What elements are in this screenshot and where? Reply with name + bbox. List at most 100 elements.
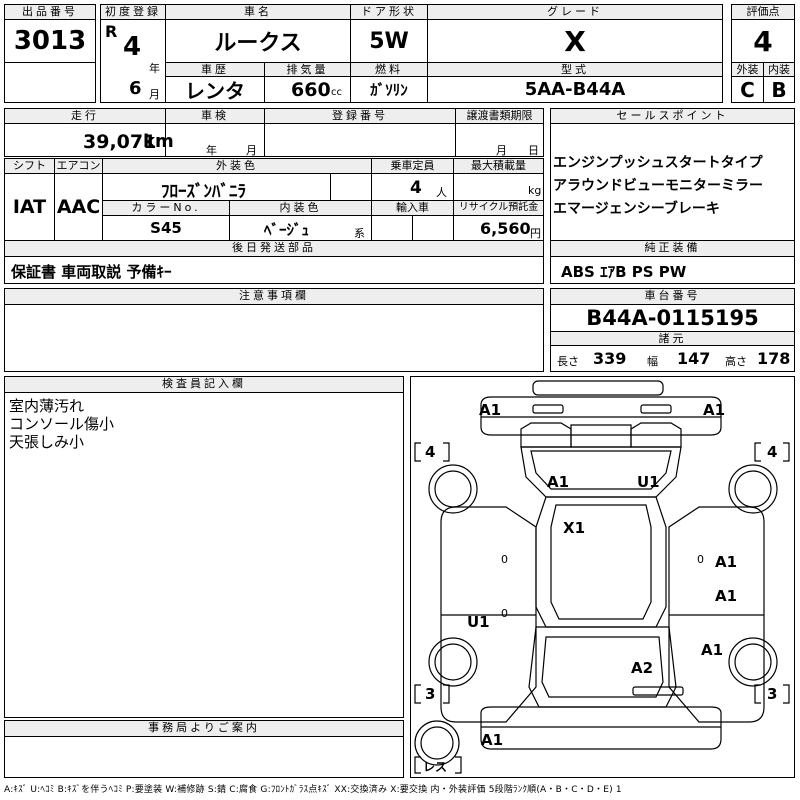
inspector-label: 検査員記入欄 <box>4 376 404 393</box>
mark-right-pillar: 0 <box>697 553 704 566</box>
mark-right-rear-door: A1 <box>715 587 737 605</box>
equipment: ABS ｴｱB PS PW <box>561 263 687 281</box>
capacity-unit: 人 <box>436 186 447 199</box>
int-color-unit: 系 <box>354 227 365 240</box>
capacity-label: 乗車定員 <box>371 158 454 174</box>
spec-box: 長さ 339 幅 147 高さ 178 <box>550 345 795 372</box>
mark-front-bumper-right: A1 <box>703 401 725 419</box>
car-name-label: 車名 <box>165 4 351 20</box>
shift: IAT <box>4 173 55 241</box>
sales-point-2: アラウンドビューモニターミラー <box>553 178 763 194</box>
car-name: ルークス <box>165 19 351 63</box>
mileage-label: 走行 <box>4 108 166 124</box>
sales-point-3: エマージェンシーブレーキ <box>553 201 720 217</box>
int-color: ﾍﾞｰｼﾞｭ <box>264 221 310 239</box>
model-label: 型式 <box>427 62 723 77</box>
max-load-label: 最大積載量 <box>453 158 544 174</box>
inspector-line-2: コンソール傷小 <box>9 415 115 433</box>
transfer-doc-box: 月 日 <box>455 123 544 157</box>
mark-left-rear: U1 <box>467 613 490 631</box>
recycle-box: 6,560 円 <box>453 215 544 241</box>
sales-points-label: セールスポイント <box>550 108 795 124</box>
ext-color-extra <box>330 173 372 201</box>
mark-left-pillar: 0 <box>501 553 508 566</box>
width-label: 幅 <box>647 355 658 368</box>
mark-left-sill: 0 <box>501 607 508 620</box>
inspection-label: 車検 <box>165 108 265 124</box>
first-registration-label: 初度登録 <box>100 4 166 20</box>
mark-rear-gate: A2 <box>631 659 653 677</box>
import-box-2 <box>412 215 454 241</box>
transfer-month-unit: 月 <box>496 144 507 157</box>
tire-rear-left: 3 <box>425 685 435 703</box>
displacement-unit: cc <box>331 87 342 98</box>
ext-color: ﾌﾛｰｽﾞﾝﾊﾞﾆﾗ <box>161 182 246 202</box>
recycle-fee: 6,560 <box>480 219 531 238</box>
inspection-box: 年 月 <box>165 123 265 157</box>
score-label: 評価点 <box>731 4 795 20</box>
vehicle-diagram: 4 4 3 3 A1 A1 A1 U1 X1 A1 A1 U1 A1 A2 A1… <box>410 376 795 778</box>
mark-hood-right: U1 <box>637 473 660 491</box>
import-label: 輸入車 <box>371 200 454 216</box>
notes-label: 注意事項欄 <box>4 288 544 305</box>
later-parts-label: 後日発送部品 <box>4 240 544 257</box>
inspection-month-unit: 月 <box>246 144 257 157</box>
registration-number-label: 登録番号 <box>264 108 456 124</box>
sales-points-box: エンジンプッシュスタートタイプ アラウンドビューモニターミラー エマージェンシー… <box>550 123 795 241</box>
inspector-line-3: 天張しみ小 <box>9 433 85 451</box>
later-parts-box: 保証書 車両取説 予備ｷｰ <box>4 256 544 284</box>
tire-front-left: 4 <box>425 443 435 461</box>
inspector-line-1: 室内薄汚れ <box>9 397 85 415</box>
door-type: 5W <box>350 19 428 63</box>
mark-front-bumper-left: A1 <box>479 401 501 419</box>
grade-label: グレード <box>427 4 723 20</box>
first-registration-box: R 4 年 6 月 <box>100 19 166 103</box>
lot-number-label: 出品番号 <box>4 4 96 20</box>
recycle-label: リサイクル預託金 <box>453 200 544 216</box>
displacement: 660 <box>291 79 331 101</box>
equipment-box: ABS ｴｱB PS PW <box>550 256 795 284</box>
mark-roof: X1 <box>563 519 585 537</box>
length: 339 <box>593 349 627 368</box>
grade: X <box>427 19 723 63</box>
max-load-box: kg <box>453 173 544 201</box>
recycle-unit: 円 <box>530 227 541 240</box>
sales-point-1: エンジンプッシュスタートタイプ <box>553 155 763 171</box>
spec-label: 諸元 <box>550 331 795 346</box>
displacement-label: 排気量 <box>264 62 351 77</box>
color-no: S45 <box>102 215 230 241</box>
exterior-label: 外装 <box>731 62 764 77</box>
overall-score: 4 <box>731 19 795 63</box>
mark-hood-left: A1 <box>547 473 569 491</box>
int-color-label: 内装色 <box>229 200 372 216</box>
later-parts: 保証書 車両取説 予備ｷｰ <box>11 263 172 281</box>
import-box <box>371 215 413 241</box>
office-box <box>4 736 404 778</box>
door-type-label: ドア形状 <box>350 4 428 20</box>
inspection-year-unit: 年 <box>206 144 217 157</box>
month-unit: 月 <box>149 88 160 101</box>
max-load-unit: kg <box>528 184 542 197</box>
fuel-label: 燃料 <box>350 62 428 77</box>
office-label: 事務局よりご案内 <box>4 720 404 737</box>
tire-front-right: 4 <box>767 443 777 461</box>
exterior-grade: C <box>731 76 764 103</box>
height-label: 高さ <box>725 355 747 368</box>
mark-right-rear-fender: A1 <box>701 641 723 659</box>
lot-number-blank <box>4 62 96 103</box>
car-outline: 4 4 3 3 A1 A1 A1 U1 X1 A1 A1 U1 A1 A2 A1… <box>414 380 790 774</box>
capacity: 4 <box>410 178 422 198</box>
aircon: AAC <box>54 173 103 241</box>
mileage-unit: km <box>143 131 174 152</box>
model-code: 5AA-B44A <box>427 76 723 103</box>
chassis-label: 車台番号 <box>550 288 795 305</box>
fuel: ｶﾞｿﾘﾝ <box>350 76 428 103</box>
notes-box <box>4 304 544 372</box>
ext-color-label: 外装色 <box>102 158 372 174</box>
mark-right-front-door: A1 <box>715 553 737 571</box>
mileage-box: 39,071 km <box>4 123 174 157</box>
year-unit: 年 <box>149 62 160 75</box>
chassis-number: B44A-0115195 <box>550 304 795 332</box>
aircon-label: エアコン <box>54 158 103 174</box>
int-color-box: ﾍﾞｰｼﾞｭ 系 <box>229 215 372 241</box>
